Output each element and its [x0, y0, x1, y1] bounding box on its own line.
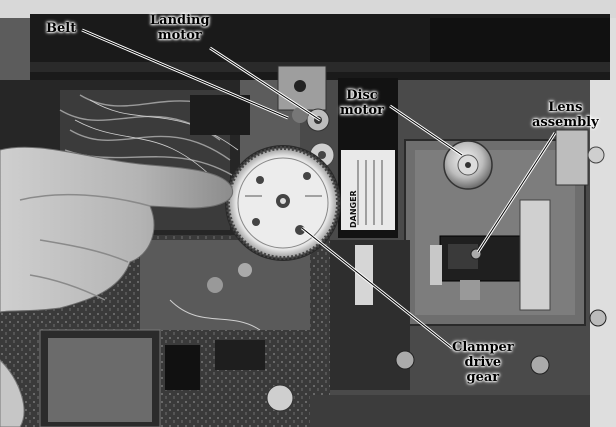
clamper-drive-gear-label: Clamper drive gear — [452, 340, 514, 385]
danger-sticker-text: DANGER — [349, 190, 358, 228]
landing-motor-label: Landing motor — [150, 13, 210, 43]
lens-assembly-label: Lens assembly — [532, 100, 599, 130]
disc-motor-label: Disc motor — [340, 88, 384, 118]
belt-label: Belt — [46, 21, 77, 36]
